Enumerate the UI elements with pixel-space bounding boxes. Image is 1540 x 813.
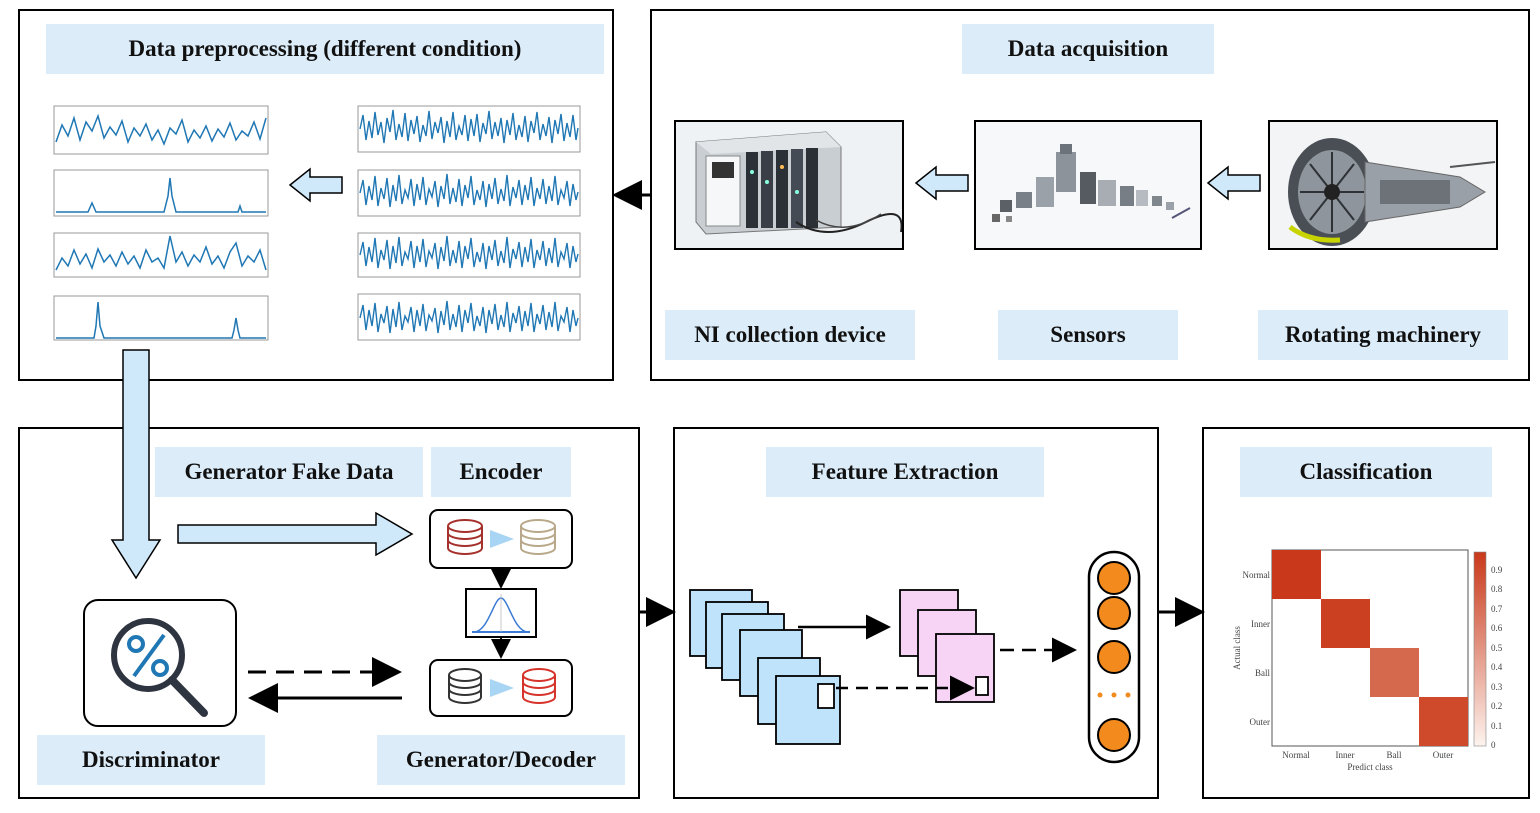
- cm-row-label-outer: Outer: [1250, 717, 1271, 727]
- cm-cell-ball: [1370, 648, 1419, 697]
- cm-col-label-outer: Outer: [1433, 750, 1454, 760]
- cm-colorbar-tick-3: 0.6: [1491, 623, 1503, 633]
- cm-y-axis-label: Actual class: [1232, 626, 1242, 670]
- database-black-icon: [448, 668, 482, 704]
- flow-arrow-icon: [490, 679, 514, 697]
- cm-colorbar: [1473, 551, 1487, 747]
- generator-fake-data-label: Generator Fake Data: [155, 447, 423, 497]
- acquisition-title: Data acquisition: [962, 24, 1214, 74]
- cm-colorbar-tick-5: 0.4: [1491, 662, 1503, 672]
- ni-collection-device-image: [674, 120, 904, 250]
- ni-device-label: NI collection device: [665, 310, 915, 360]
- cm-col-label-ball: Ball: [1387, 750, 1402, 760]
- latent-distribution-block: [465, 588, 537, 638]
- encoder-block: [429, 509, 573, 569]
- cm-colorbar-tick-6: 0.3: [1491, 682, 1503, 692]
- hollow-arrow-down-to-discriminator: [110, 349, 162, 580]
- hollow-arrow-ni-left: [914, 165, 969, 201]
- signal-plot-right-3: [357, 232, 581, 278]
- flow-arrow-icon: [490, 530, 514, 548]
- sensors-image: [974, 120, 1202, 250]
- database-red-icon: [447, 519, 483, 555]
- cm-row-label-inner: Inner: [1251, 619, 1270, 629]
- decoder-block: [429, 659, 573, 717]
- cm-x-axis-label: Predict class: [1347, 762, 1393, 772]
- hollow-arrow-preprocess-left: [288, 167, 343, 203]
- cm-colorbar-tick-1: 0.8: [1491, 584, 1503, 594]
- classification-title: Classification: [1240, 447, 1492, 497]
- cm-colorbar-tick-0: 0.9: [1491, 565, 1503, 575]
- cm-col-label-inner: Inner: [1336, 750, 1355, 760]
- cm-cell-outer: [1419, 697, 1468, 746]
- signal-plot-left-3: [53, 232, 269, 278]
- feature-maps-pink: [899, 589, 995, 703]
- cm-colorbar-tick-2: 0.7: [1491, 604, 1503, 614]
- hollow-arrow-sensors-left: [1206, 165, 1261, 201]
- database-beige-icon: [520, 519, 556, 555]
- fully-connected-layer: [1087, 550, 1141, 764]
- signal-plot-right-2: [357, 169, 581, 217]
- cm-colorbar-tick-4: 0.5: [1491, 643, 1503, 653]
- rotating-machinery-image: [1268, 120, 1498, 250]
- confusion-matrix: Normal Inner Ball Outer Normal Inner Bal…: [1232, 549, 1503, 772]
- signal-plot-left-4: [53, 295, 269, 341]
- cm-colorbar-tick-7: 0.2: [1491, 701, 1502, 711]
- encoder-label: Encoder: [431, 447, 571, 497]
- generator-decoder-label: Generator/Decoder: [377, 735, 625, 785]
- sensors-label: Sensors: [998, 310, 1178, 360]
- hollow-arrow-to-encoder: [177, 511, 414, 557]
- cm-colorbar-tick-8: 0.1: [1491, 721, 1502, 731]
- database-red-output-icon: [522, 668, 556, 704]
- discriminator-label: Discriminator: [37, 735, 265, 785]
- feature-maps-blue: [689, 589, 841, 745]
- signal-plot-left-2: [53, 169, 269, 217]
- cm-cell-normal: [1272, 550, 1321, 599]
- feature-extraction-title: Feature Extraction: [766, 447, 1044, 497]
- rotating-machinery-label: Rotating machinery: [1258, 310, 1508, 360]
- signal-plot-right-1: [357, 105, 581, 153]
- signal-plot-left-1: [53, 105, 269, 155]
- discriminator-block: [83, 599, 237, 727]
- cm-col-label-normal: Normal: [1282, 750, 1310, 760]
- cm-cell-inner: [1321, 599, 1370, 648]
- cm-row-label-ball: Ball: [1255, 668, 1270, 678]
- signal-plot-right-4: [357, 293, 581, 341]
- cm-colorbar-tick-9: 0: [1491, 740, 1496, 750]
- cm-row-label-normal: Normal: [1243, 570, 1271, 580]
- preprocessing-title: Data preprocessing (different condition): [46, 24, 604, 74]
- magnifier-percent-icon: [111, 618, 208, 717]
